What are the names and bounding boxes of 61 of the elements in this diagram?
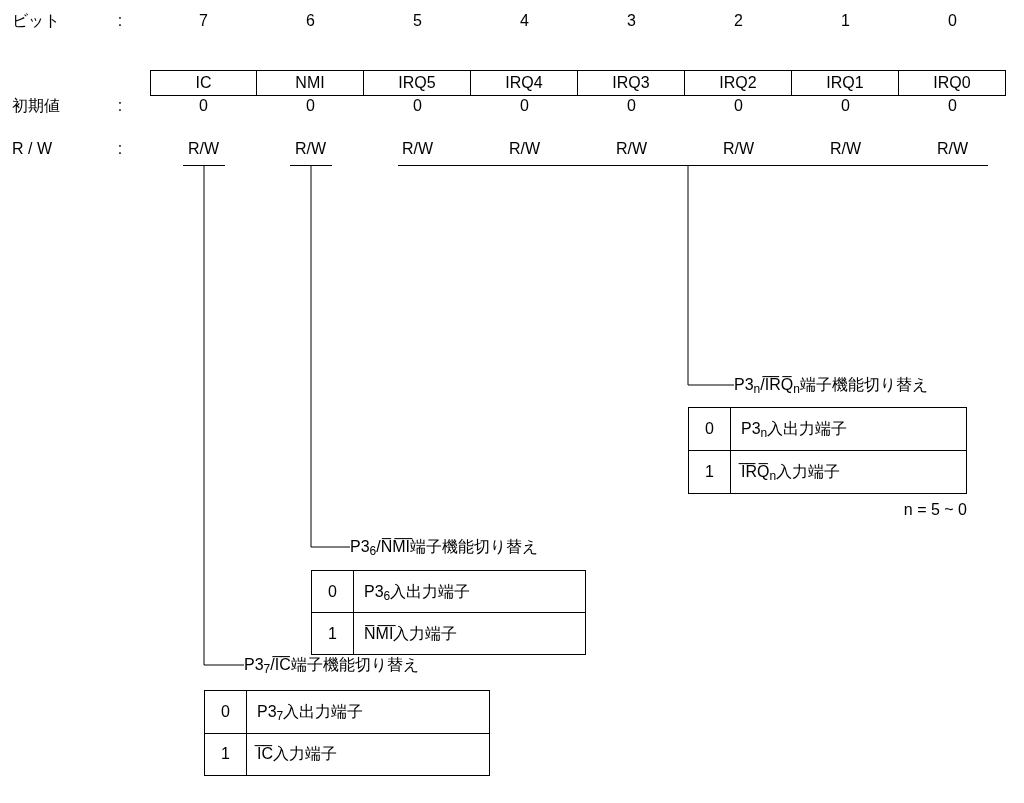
field-value: 0 [413,96,422,116]
field-value: 4 [520,11,529,31]
setting-description: P3$_{7}$入出力端子 [257,701,364,724]
field-value: : [117,96,123,116]
field-value: R/W [294,139,327,159]
field-value: R/W [722,139,755,159]
register-cell: IRQ5 [364,70,471,96]
leader-line [310,165,351,548]
bit-value: 1 [705,462,714,482]
setting-description: N̅M̅I̅入力端子 [364,623,458,644]
setting-table [204,690,490,776]
row-label: 初期値 [12,96,60,116]
register-cell: NMI [257,70,364,96]
setting-table [688,407,967,494]
field-value: 0 [948,96,957,116]
bit-value: 1 [221,744,230,765]
register-cell: IRQ0 [899,70,1006,96]
field-value: R/W [187,139,220,159]
row-label: R / W [12,139,52,159]
bit-value: 0 [328,581,337,602]
setting-table [311,570,586,655]
field-value: 3 [627,11,636,31]
underline-bar [183,165,225,166]
field-value: R/W [829,139,862,159]
bit-value: 0 [705,419,714,439]
register-cell: IC [150,70,257,96]
field-value: 0 [948,11,957,31]
register-cell: IRQ3 [578,70,685,96]
function-heading: P3$_{n}$/I̅R̅Q̅$_{n}$端子機能切り替え [734,377,928,393]
bit-value: 1 [328,623,337,644]
field-value: R/W [508,139,541,159]
field-value: 0 [306,96,315,116]
register-cell: IRQ4 [471,70,578,96]
leader-line [203,165,245,666]
leader-line [687,165,735,386]
field-value: : [117,139,123,159]
field-value: 2 [734,11,743,31]
field-value: 0 [199,96,208,116]
underline-bar [290,165,332,166]
field-value: 0 [841,96,850,116]
field-value: 7 [199,11,208,31]
field-value: R/W [401,139,434,159]
field-value: 6 [306,11,315,31]
function-heading: P3$_{6}$/N̅M̅I̅端子機能切り替え [350,539,539,555]
register-cell: IRQ1 [792,70,899,96]
field-value: : [117,11,123,31]
setting-description: P3$_{n}$入出力端子 [741,419,848,441]
field-value: 0 [520,96,529,116]
field-value: R/W [615,139,648,159]
bit-value: 0 [221,701,230,722]
range-note: n = 5 ~ 0 [903,502,967,518]
field-value: 0 [627,96,636,116]
field-value: R/W [936,139,969,159]
row-label: ビット [12,11,60,31]
function-heading: P3$_{7}$/I̅C̅端子機能切り替え [244,657,419,673]
setting-description: P3$_{6}$入出力端子 [364,581,471,604]
register-cell: IRQ2 [685,70,792,96]
field-value: 1 [841,11,850,31]
field-value: 0 [734,96,743,116]
underline-bar [398,165,988,166]
field-value: 5 [413,11,422,31]
